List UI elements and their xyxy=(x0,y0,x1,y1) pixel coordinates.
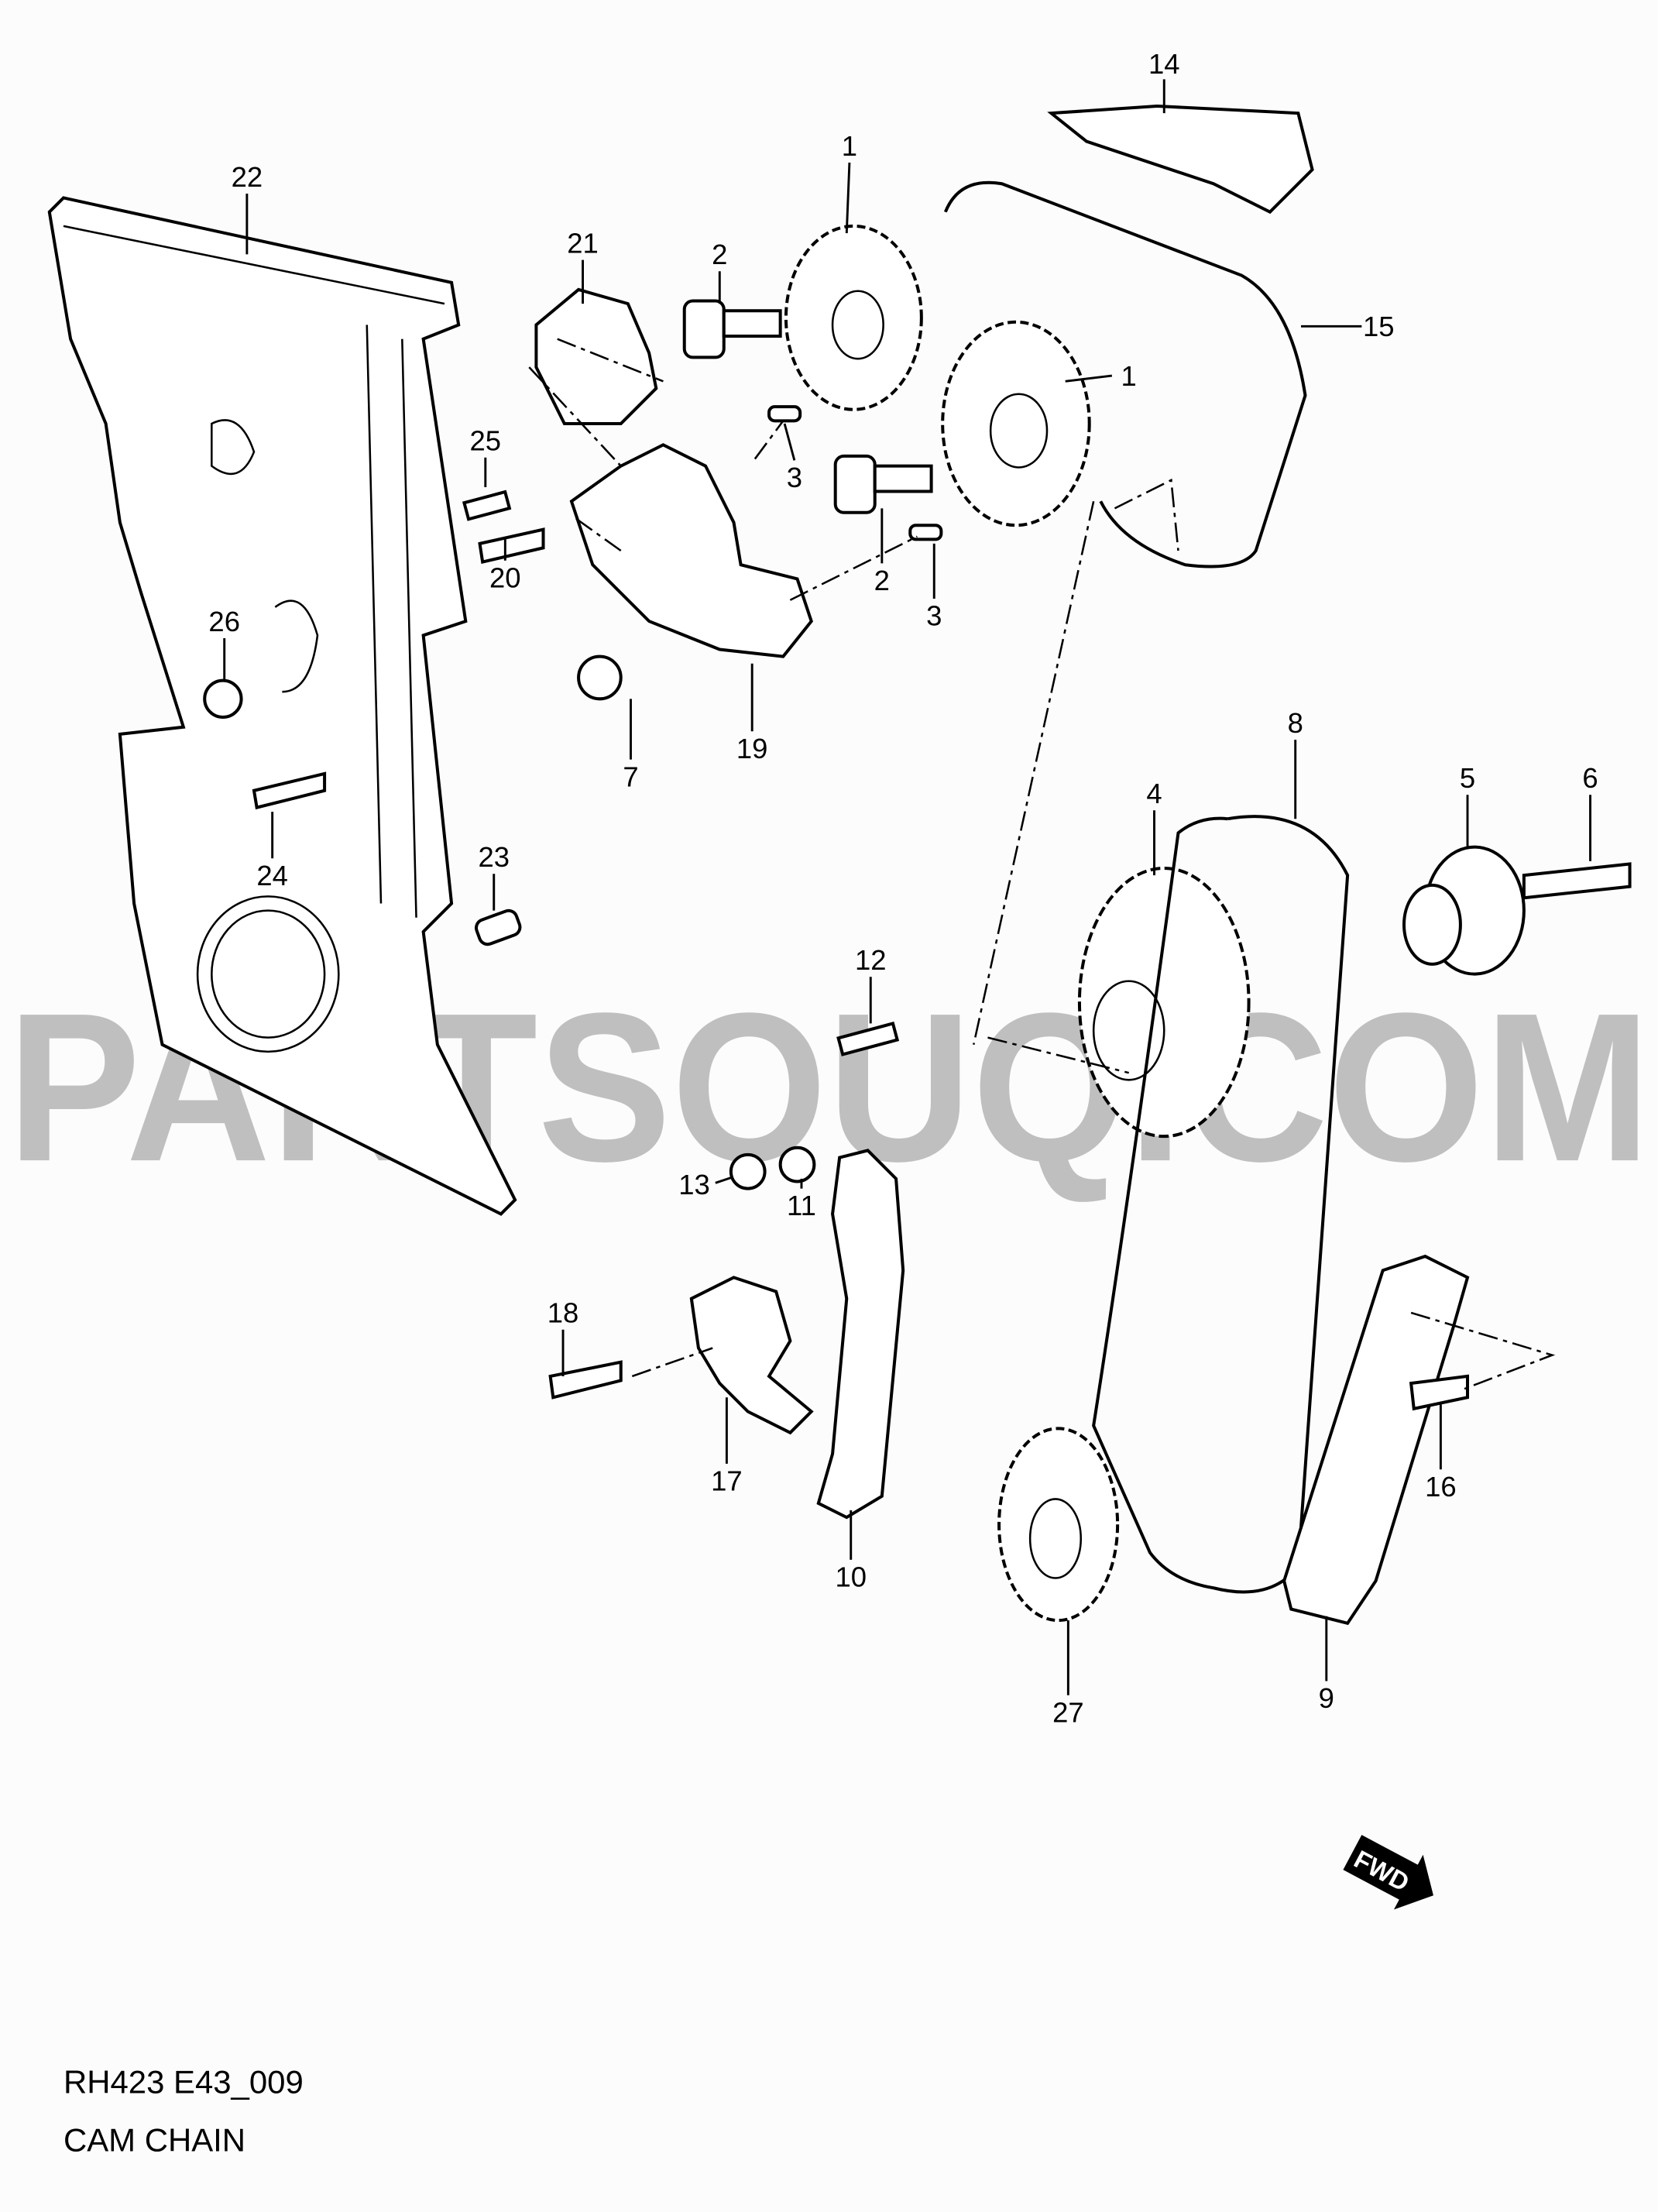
dowel-part[interactable] xyxy=(474,908,523,947)
stud-part[interactable] xyxy=(836,1022,900,1056)
tensioner-arm-part[interactable] xyxy=(569,443,813,658)
callout-18: 18 xyxy=(548,1297,579,1329)
stud-part[interactable] xyxy=(462,489,512,521)
diagram-code: RH423 E43_009 xyxy=(64,2064,304,2100)
callout-15: 15 xyxy=(1363,311,1395,342)
bolt-part[interactable] xyxy=(1409,1374,1470,1411)
diagram-title: CAM CHAIN xyxy=(64,2121,245,2158)
callout-2: 2 xyxy=(712,239,727,270)
bracket-part[interactable] xyxy=(534,287,658,426)
oil-pump-sprocket-part[interactable] xyxy=(997,1427,1120,1623)
callout-4: 4 xyxy=(1146,778,1162,809)
callout-14: 14 xyxy=(1148,48,1180,80)
cam-chain-lower-part[interactable] xyxy=(1092,815,1350,1594)
callout-11: 11 xyxy=(787,1190,816,1221)
callout-27: 27 xyxy=(1052,1696,1084,1728)
crank-bolt-part[interactable] xyxy=(1522,862,1632,900)
bolt-part[interactable] xyxy=(478,527,545,565)
sprocket-bolt-part[interactable] xyxy=(682,299,933,514)
callout-2: 2 xyxy=(874,565,890,596)
bolt-part[interactable] xyxy=(548,1360,623,1400)
callout-25: 25 xyxy=(470,425,502,457)
callout-24: 24 xyxy=(256,860,288,891)
chain-guide-part[interactable] xyxy=(1282,1254,1470,1626)
tensioner-guide-part[interactable] xyxy=(816,1149,905,1520)
callout-20: 20 xyxy=(489,562,521,593)
callout-17: 17 xyxy=(711,1465,743,1497)
chain-guide-upper-part[interactable] xyxy=(1047,105,1314,215)
callout-23: 23 xyxy=(478,841,510,873)
callout-1: 1 xyxy=(842,130,857,162)
nut-part[interactable] xyxy=(729,1152,767,1190)
callout-10: 10 xyxy=(835,1561,867,1592)
callout-6: 6 xyxy=(1582,762,1598,794)
callout-16: 16 xyxy=(1425,1471,1457,1503)
timing-cover-part[interactable] xyxy=(47,196,517,1216)
callout-12: 12 xyxy=(855,944,887,976)
callout-22: 22 xyxy=(232,161,263,193)
callout-1: 1 xyxy=(1121,360,1137,392)
callout-9: 9 xyxy=(1319,1682,1334,1714)
bolt-part[interactable] xyxy=(252,771,327,810)
callout-13: 13 xyxy=(678,1169,710,1200)
callout-8: 8 xyxy=(1288,707,1303,739)
nut-part[interactable] xyxy=(577,654,623,701)
callout-labels: 14 22 1 2 21 15 1 25 3 20 2 3 26 19 7 8 … xyxy=(208,48,1598,1728)
cam-sprocket-lower-part[interactable] xyxy=(941,320,1091,527)
callout-7: 7 xyxy=(623,761,638,792)
pin-part[interactable] xyxy=(767,405,802,423)
callout-21: 21 xyxy=(567,228,599,259)
cam-sprocket-upper-part[interactable] xyxy=(784,224,923,411)
spacer-part[interactable] xyxy=(1402,845,1526,976)
callout-3: 3 xyxy=(787,462,802,493)
crank-sprocket-part[interactable] xyxy=(1077,866,1251,1139)
callout-26: 26 xyxy=(208,606,240,637)
fwd-arrow-icon: FWD xyxy=(1343,1835,1433,1910)
nut-part[interactable] xyxy=(203,678,243,720)
chain-tensioner-part[interactable] xyxy=(689,1276,814,1435)
washer-part[interactable] xyxy=(778,1146,816,1183)
pin-part[interactable] xyxy=(908,524,943,541)
callout-3: 3 xyxy=(926,600,942,632)
cam-chain-upper-part[interactable] xyxy=(943,180,1307,568)
callout-5: 5 xyxy=(1460,762,1475,794)
callout-19: 19 xyxy=(736,733,768,764)
